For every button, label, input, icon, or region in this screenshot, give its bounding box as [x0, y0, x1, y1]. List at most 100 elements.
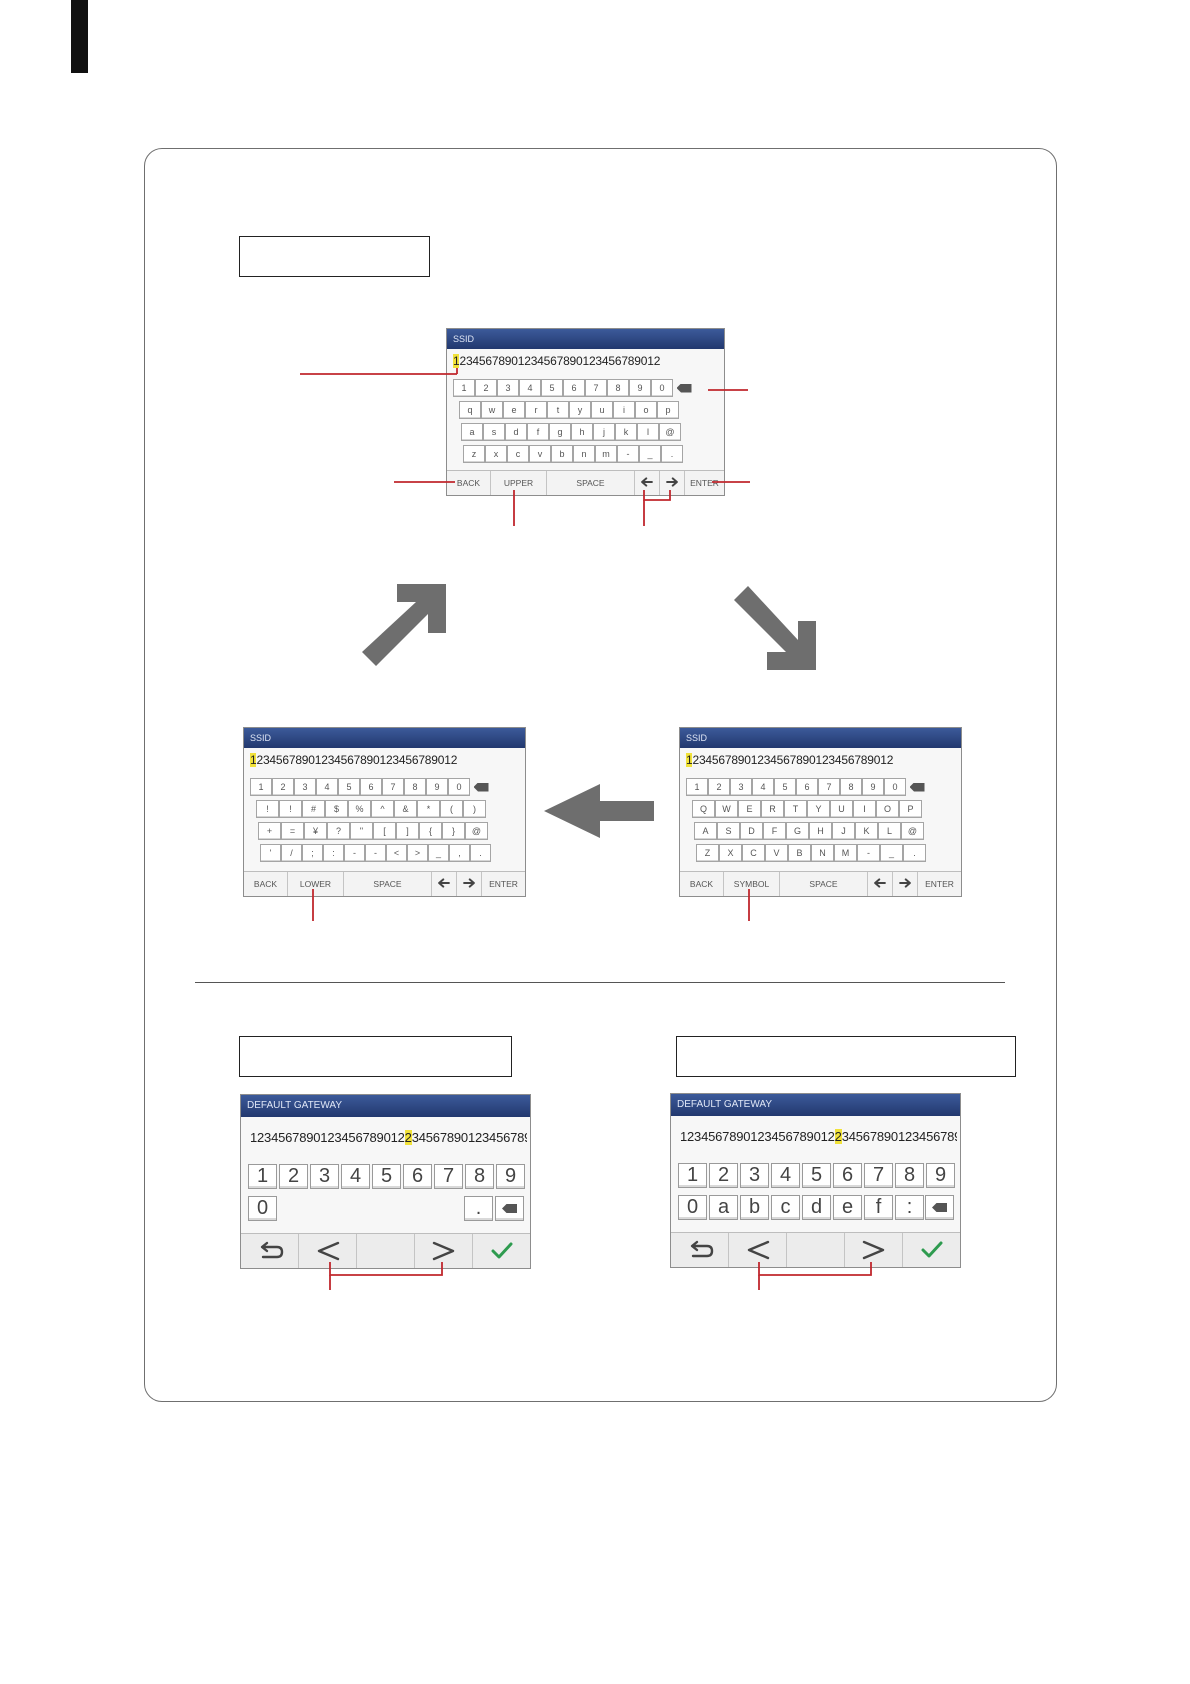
key-1-1[interactable]: ! — [279, 800, 302, 818]
key-1-2[interactable]: # — [302, 800, 325, 818]
key-3-1[interactable]: x — [485, 445, 507, 463]
key-1-4[interactable]: T — [784, 800, 807, 818]
key-1-8[interactable]: ( — [440, 800, 463, 818]
key-0-5[interactable]: 6 — [360, 778, 382, 796]
key-3-8[interactable]: _ — [880, 844, 903, 862]
key-0-8[interactable]: 9 — [862, 778, 884, 796]
key-3-3[interactable]: V — [765, 844, 788, 862]
digit-key-9[interactable]: 9 — [926, 1163, 955, 1188]
key-0[interactable]: 0 — [678, 1195, 707, 1220]
key-1-6[interactable]: & — [394, 800, 417, 818]
key-1-9[interactable]: ) — [463, 800, 486, 818]
key-3-7[interactable]: - — [857, 844, 880, 862]
key-2-6[interactable]: j — [593, 423, 615, 441]
key-3-0[interactable]: z — [463, 445, 485, 463]
key-1-6[interactable]: u — [591, 401, 613, 419]
key-0-1[interactable]: 2 — [475, 379, 497, 397]
key-2-4[interactable]: g — [549, 423, 571, 441]
digit-key-6[interactable]: 6 — [833, 1163, 862, 1188]
key-2-1[interactable]: S — [717, 822, 740, 840]
left-arrow-button[interactable] — [635, 471, 660, 495]
space-button[interactable]: SPACE — [344, 872, 432, 896]
backspace-key[interactable] — [673, 379, 695, 397]
key-2-7[interactable]: { — [419, 822, 442, 840]
key-0-2[interactable]: 3 — [730, 778, 752, 796]
key-2-1[interactable]: = — [281, 822, 304, 840]
key-2-8[interactable]: L — [878, 822, 901, 840]
key-3-10[interactable]: . — [470, 844, 491, 862]
key-2-5[interactable]: [ — [373, 822, 396, 840]
digit-key-7[interactable]: 7 — [434, 1164, 463, 1189]
key-1-5[interactable]: ^ — [371, 800, 394, 818]
digit-key-7[interactable]: 7 — [864, 1163, 893, 1188]
key-3-2[interactable]: C — [742, 844, 765, 862]
enter-button[interactable]: ENTER — [925, 879, 954, 889]
key-1-1[interactable]: W — [715, 800, 738, 818]
key-0-0[interactable]: 1 — [686, 778, 708, 796]
right-cursor-button[interactable] — [415, 1234, 473, 1268]
key-2-0[interactable]: A — [694, 822, 717, 840]
left-cursor-button[interactable] — [299, 1234, 357, 1268]
key-3-6[interactable]: m — [595, 445, 617, 463]
key-3-4[interactable]: - — [344, 844, 365, 862]
key-2-8[interactable]: } — [442, 822, 465, 840]
enter-button[interactable]: ENTER — [690, 478, 719, 488]
backspace-key[interactable] — [925, 1195, 954, 1220]
key-0-0[interactable]: 1 — [453, 379, 475, 397]
enter-button[interactable]: ENTER — [489, 879, 518, 889]
key-1-7[interactable]: I — [853, 800, 876, 818]
right-arrow-button[interactable] — [660, 471, 685, 495]
key-3-1[interactable]: X — [719, 844, 742, 862]
digit-key-9[interactable]: 9 — [496, 1164, 525, 1189]
key-1-2[interactable]: E — [738, 800, 761, 818]
key-0-2[interactable]: 3 — [497, 379, 519, 397]
key-3-9[interactable]: . — [903, 844, 926, 862]
digit-key-8[interactable]: 8 — [465, 1164, 494, 1189]
left-arrow-button[interactable] — [868, 872, 893, 896]
key-0-0[interactable]: 1 — [250, 778, 272, 796]
blank-button[interactable] — [357, 1234, 415, 1268]
key-1-7[interactable]: * — [417, 800, 440, 818]
key-0-5[interactable]: 6 — [563, 379, 585, 397]
key-2-8[interactable]: l — [637, 423, 659, 441]
input-text[interactable]: 12345678901234567890123456789012 — [250, 753, 457, 767]
key-3-3[interactable]: v — [529, 445, 551, 463]
key-0-4[interactable]: 5 — [338, 778, 360, 796]
key-3-0[interactable]: Z — [696, 844, 719, 862]
key-2-9[interactable]: @ — [901, 822, 924, 840]
key-1-0[interactable]: Q — [692, 800, 715, 818]
digit-key-2[interactable]: 2 — [279, 1164, 308, 1189]
digit-key-2[interactable]: 2 — [709, 1163, 738, 1188]
key-2-7[interactable]: k — [615, 423, 637, 441]
key-2-6[interactable]: ] — [396, 822, 419, 840]
key-d[interactable]: d — [802, 1195, 831, 1220]
key-1-0[interactable]: ! — [256, 800, 279, 818]
key-1-3[interactable]: R — [761, 800, 784, 818]
space-button[interactable]: SPACE — [780, 872, 868, 896]
key-3-0[interactable]: ' — [260, 844, 281, 862]
key-b[interactable]: b — [740, 1195, 769, 1220]
key-2-6[interactable]: J — [832, 822, 855, 840]
digit-key-1[interactable]: 1 — [678, 1163, 707, 1188]
digit-key-1[interactable]: 1 — [248, 1164, 277, 1189]
key-0-3[interactable]: 4 — [752, 778, 774, 796]
key-1-3[interactable]: $ — [325, 800, 348, 818]
key-2-2[interactable]: D — [740, 822, 763, 840]
confirm-button[interactable] — [473, 1234, 530, 1268]
key-0-9[interactable]: 0 — [651, 379, 673, 397]
key-1-6[interactable]: U — [830, 800, 853, 818]
right-arrow-button[interactable] — [893, 872, 918, 896]
key-0-1[interactable]: 2 — [708, 778, 730, 796]
key-2-0[interactable]: + — [258, 822, 281, 840]
input-text[interactable]: 1234567890123456789012234567890123456789… — [680, 1129, 957, 1144]
key-c[interactable]: c — [771, 1195, 800, 1220]
key-f[interactable]: f — [864, 1195, 893, 1220]
backspace-key[interactable] — [470, 778, 492, 796]
digit-key-8[interactable]: 8 — [895, 1163, 924, 1188]
key-3-9[interactable]: . — [661, 445, 683, 463]
digit-key-3[interactable]: 3 — [310, 1164, 339, 1189]
key-1-2[interactable]: e — [503, 401, 525, 419]
key-2-3[interactable]: ? — [327, 822, 350, 840]
digit-key-4[interactable]: 4 — [771, 1163, 800, 1188]
key-0-3[interactable]: 4 — [316, 778, 338, 796]
